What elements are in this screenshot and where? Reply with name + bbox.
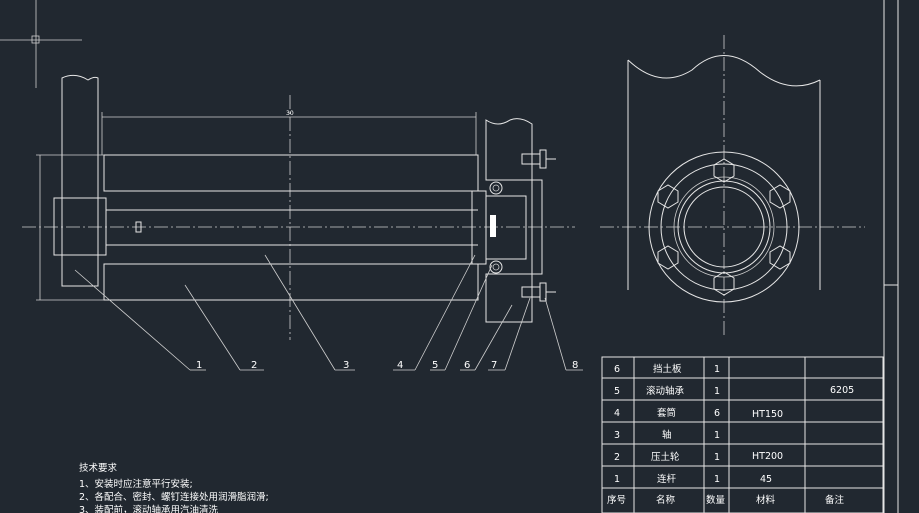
- header-material: 材料: [756, 494, 776, 506]
- notes-title: 技术要求: [79, 462, 118, 474]
- svg-text:5: 5: [614, 386, 620, 397]
- svg-text:1: 1: [714, 386, 720, 397]
- table-row: 6 挡土板 1: [614, 363, 720, 375]
- drawing-frame: [883, 0, 899, 513]
- header-note: 备注: [825, 494, 845, 506]
- table-row: 2 压土轮 1 HT200: [614, 451, 783, 463]
- bearing-assembly: [471, 181, 527, 274]
- part-label-2: 2: [251, 360, 257, 371]
- part-label-3: 3: [343, 360, 349, 371]
- soil-guard-plate: [485, 118, 543, 323]
- table-row: 5 滚动轴承 1 6205: [614, 385, 854, 397]
- svg-text:1: 1: [714, 452, 720, 463]
- part-label-7: 7: [491, 360, 497, 371]
- table-row: 1 连杆 1 45: [614, 473, 772, 485]
- svg-text:2: 2: [614, 452, 620, 463]
- technical-notes: 技术要求 1、安装时应注意平行安装; 2、各配合、密封、螺钉连接处用润滑脂润滑;…: [79, 462, 269, 513]
- shaft: [104, 190, 478, 265]
- table-row: 3 轴 1: [614, 429, 720, 441]
- header-qty: 数量: [706, 494, 726, 506]
- note-3: 3、装配前，滚动轴承用汽油清洗: [79, 504, 219, 513]
- part-label-1: 1: [196, 360, 202, 371]
- svg-text:HT200: HT200: [752, 451, 783, 462]
- svg-text:1: 1: [614, 474, 620, 485]
- svg-text:滚动轴承: 滚动轴承: [646, 385, 685, 397]
- bolt-hexagons: [657, 158, 791, 296]
- svg-text:6: 6: [614, 364, 620, 375]
- side-view: [600, 35, 865, 335]
- bolts: [521, 149, 556, 302]
- svg-text:连杆: 连杆: [657, 473, 677, 485]
- header-no: 序号: [607, 494, 626, 506]
- link-plate: [53, 74, 107, 287]
- svg-text:1: 1: [714, 364, 720, 375]
- svg-text:压土轮: 压土轮: [651, 451, 680, 463]
- note-1: 1、安装时应注意平行安装;: [79, 478, 193, 490]
- dimensions: 30: [36, 110, 477, 301]
- main-section-view: 30 1 2 3 4 5 6 7 8: [22, 74, 583, 371]
- part-label-5: 5: [432, 360, 438, 371]
- header-name: 名称: [656, 494, 676, 506]
- svg-text:HT150: HT150: [752, 409, 783, 420]
- svg-text:1: 1: [714, 474, 720, 485]
- svg-text:轴: 轴: [662, 429, 672, 441]
- part-labels: 1 2 3 4 5 6 7 8: [196, 360, 578, 371]
- svg-text:4: 4: [614, 408, 620, 419]
- table-row: 4 套筒 6 HT150: [614, 407, 783, 420]
- part-label-4: 4: [397, 360, 403, 371]
- part-label-8: 8: [572, 360, 578, 371]
- svg-text:6205: 6205: [830, 385, 854, 396]
- table-header: 序号 名称 数量 材料 备注: [607, 494, 845, 506]
- svg-text:45: 45: [760, 474, 772, 485]
- note-2: 2、各配合、密封、螺钉连接处用润滑脂润滑;: [79, 491, 269, 503]
- parts-list-table: 6 挡土板 1 5 滚动轴承 1 6205 4 套筒 6 HT150 3 轴 1: [601, 356, 884, 513]
- svg-text:6: 6: [714, 408, 720, 419]
- dimension-value: 30: [286, 110, 294, 117]
- part-label-6: 6: [464, 360, 470, 371]
- svg-text:套筒: 套筒: [657, 407, 676, 419]
- press-roller: [103, 154, 479, 301]
- crosshair-cursor: [0, 0, 82, 88]
- leader-lines: [74, 254, 583, 371]
- svg-text:1: 1: [714, 430, 720, 441]
- svg-text:挡土板: 挡土板: [653, 363, 682, 375]
- svg-text:3: 3: [614, 430, 620, 441]
